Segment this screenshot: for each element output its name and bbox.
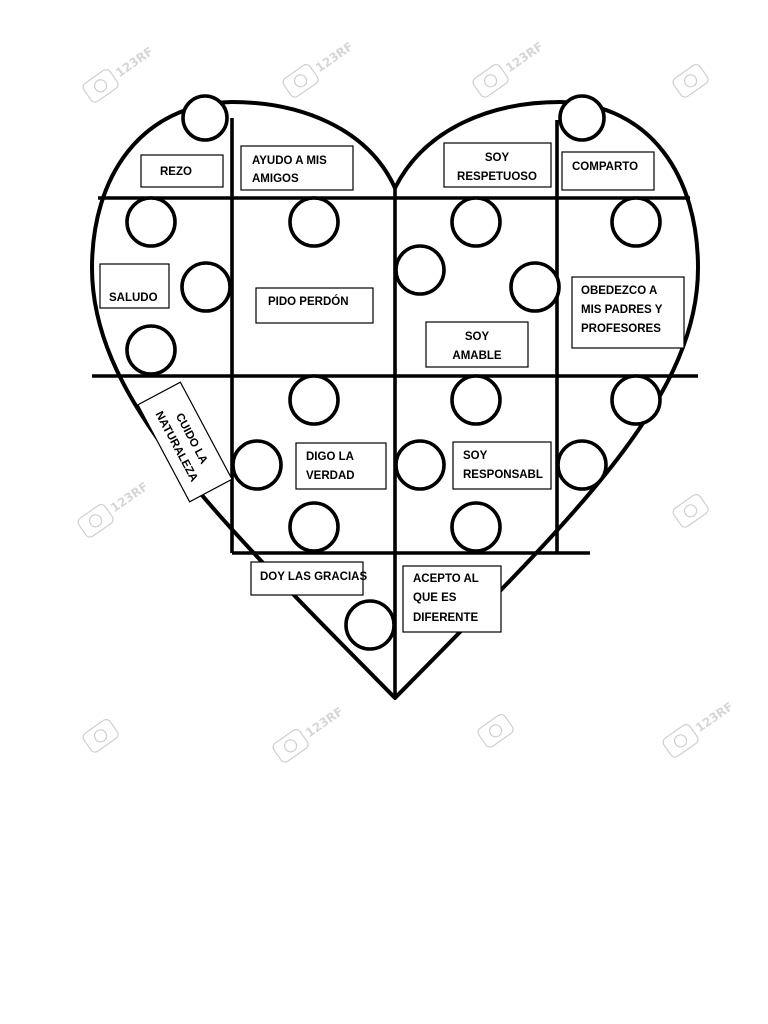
piece-soy-amable: SOY AMABLE: [425, 321, 529, 368]
piece-label: AMIGOS: [252, 173, 299, 185]
piece-label: PROFESORES: [581, 323, 661, 335]
watermark-icon: 123RF: [272, 704, 346, 763]
piece-label: REZO: [160, 166, 192, 178]
piece-label: SALUDO: [109, 292, 158, 304]
piece-label: DIGO LA: [306, 451, 354, 463]
piece-label: MIS PADRES Y: [581, 304, 663, 316]
piece-label: SOY: [465, 331, 490, 343]
piece-label: DOY LAS GRACIAS: [260, 571, 367, 583]
piece-acepto: ACEPTO AL QUE ES DIFERENTE: [402, 565, 502, 633]
watermark-icon: [82, 718, 119, 753]
piece-pido-perdon: PIDO PERDÓN: [255, 287, 374, 324]
piece-label: QUE ES: [413, 592, 457, 604]
watermark-icon: 123RF: [77, 479, 151, 538]
watermark-icon: [672, 493, 709, 528]
piece-label: SOY: [485, 152, 510, 164]
watermark-icon: 123RF: [282, 39, 356, 98]
piece-digo: DIGO LA VERDAD: [295, 442, 387, 490]
watermark-text: 123RF: [313, 39, 356, 75]
piece-comparto: COMPARTO: [561, 151, 655, 191]
watermark-text: 123RF: [303, 704, 346, 740]
piece-rezo: REZO: [140, 154, 224, 188]
piece-soy-responsable: SOY RESPONSABL: [452, 441, 552, 490]
watermark-text: 123RF: [113, 44, 156, 80]
watermark-text: 123RF: [503, 39, 546, 75]
watermark-text: 123RF: [693, 699, 736, 735]
watermark-icon: [477, 713, 514, 748]
watermark-text: 123RF: [108, 479, 151, 515]
piece-doy-gracias: DOY LAS GRACIAS: [250, 561, 367, 596]
piece-cuido: CUIDO LA NATURALEZA: [137, 381, 233, 503]
piece-saludo: SALUDO: [99, 263, 170, 309]
piece-label: PIDO PERDÓN: [268, 295, 349, 308]
puzzle-knobs: [125, 94, 662, 651]
watermark-icon: 123RF: [82, 44, 156, 103]
piece-label: SOY: [463, 450, 488, 462]
piece-label: OBEDEZCO A: [581, 285, 657, 297]
piece-label: VERDAD: [306, 470, 355, 482]
piece-label: DIFERENTE: [413, 612, 479, 624]
puzzle-cut-lines: [92, 118, 698, 698]
piece-ayudo: AYUDO A MIS AMIGOS: [240, 145, 354, 191]
piece-label: COMPARTO: [572, 161, 638, 173]
piece-label: AMABLE: [452, 350, 502, 362]
piece-soy-respetuoso: SOY RESPETUOSO: [443, 142, 552, 188]
watermark-icon: 123RF: [662, 699, 736, 758]
watermark-icon: [672, 63, 709, 98]
piece-obedezco: OBEDEZCO A MIS PADRES Y PROFESORES: [571, 276, 685, 349]
watermark-icon: 123RF: [472, 39, 546, 98]
piece-label: ACEPTO AL: [413, 573, 479, 585]
piece-label: RESPETUOSO: [457, 171, 537, 183]
piece-label: RESPONSABL: [463, 469, 543, 481]
piece-label: AYUDO A MIS: [252, 155, 327, 167]
